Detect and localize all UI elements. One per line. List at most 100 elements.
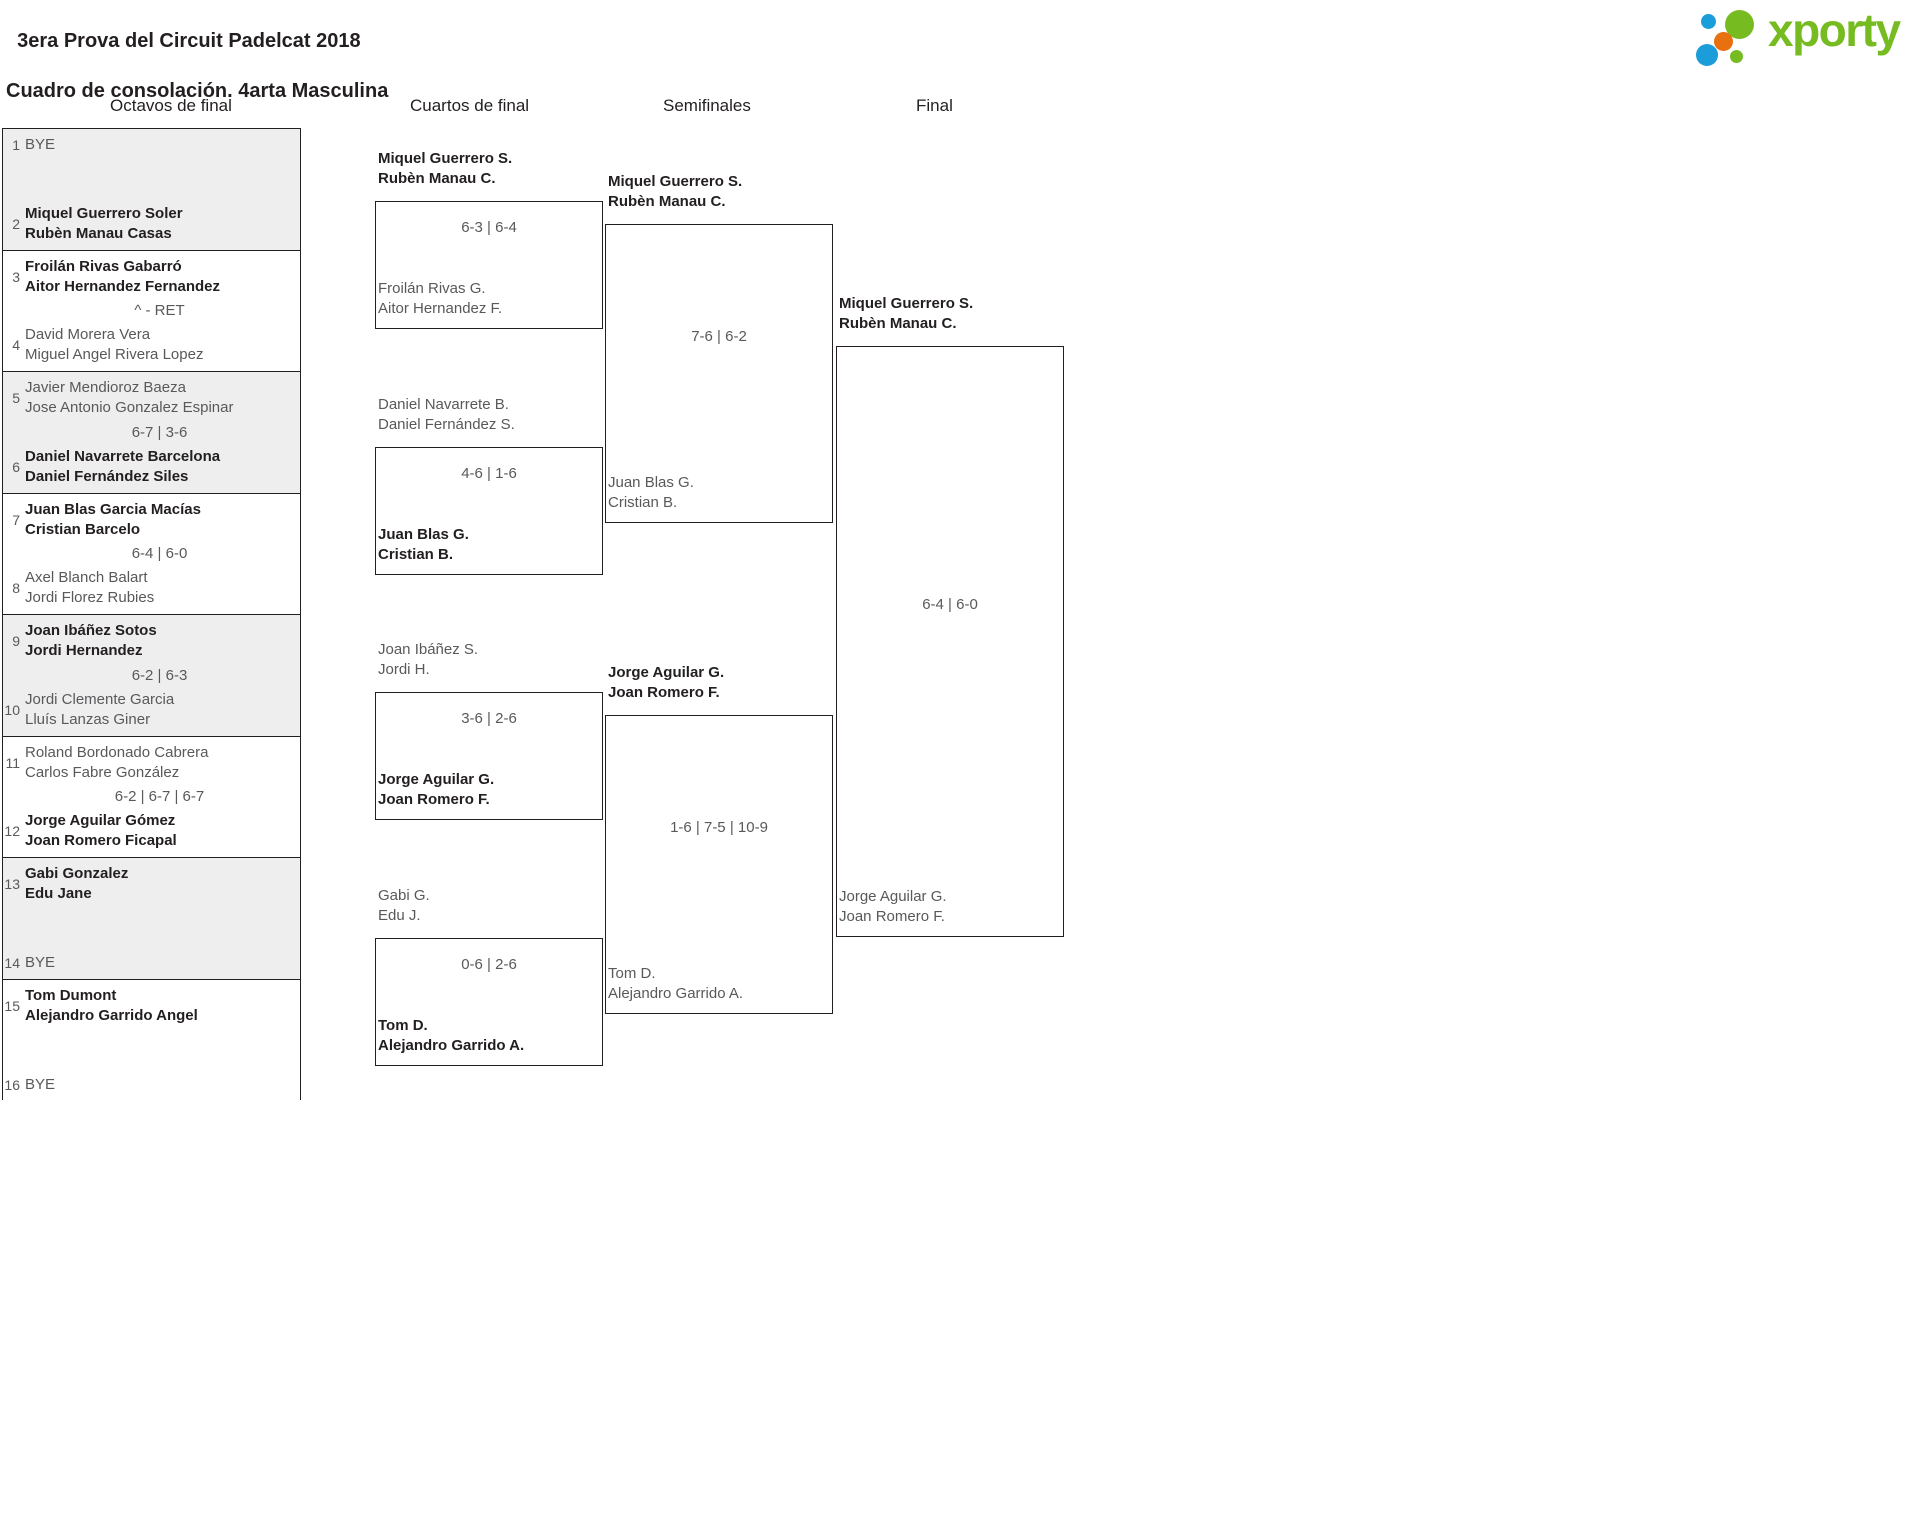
round-header-octavos: Octavos de final	[110, 96, 232, 115]
seed-number: 9	[12, 633, 20, 649]
match-score: 7-6 | 6-2	[691, 328, 747, 345]
seed-number: 12	[4, 823, 20, 839]
logo-dot-orange	[1714, 32, 1733, 51]
seed-number: 3	[12, 268, 20, 285]
player-name-line-2: Rubèn Manau C.	[608, 193, 726, 210]
quarterfinal-team-above[interactable]: Miquel Guerrero S.Rubèn Manau C.	[378, 149, 512, 189]
player-name-line-2: Joan Romero Ficapal	[25, 832, 177, 849]
final-team-below[interactable]: Jorge Aguilar G. Joan Romero F.	[839, 887, 947, 927]
player-name-line-1: Axel Blanch Balart	[25, 569, 148, 586]
match-score: 6-2 | 6-7 | 6-7	[114, 788, 205, 806]
match-score: 6-3 | 6-4	[461, 219, 517, 236]
player-name-line-2: Cristian Barcelo	[25, 520, 141, 538]
player-name-line-2: Rubèn Manau Casas	[25, 224, 172, 242]
quarterfinal-team-below[interactable]: Jorge Aguilar G.Joan Romero F.	[378, 770, 494, 810]
player-name-line-2: Miguel Angel Rivera Lopez	[25, 346, 204, 363]
player-name-line-1: Jordi Clemente Garcia	[25, 690, 175, 708]
player-name-line-1: Froilán Rivas Gabarró	[25, 257, 182, 275]
player-name-line-1: Jorge Aguilar G.	[839, 888, 947, 905]
final-team-above[interactable]: Miquel Guerrero S.Rubèn Manau C.	[839, 294, 973, 334]
player-name-line-2: Joan Romero F.	[839, 908, 945, 925]
seed-number: 10	[4, 701, 20, 718]
semifinal-team-below[interactable]: Tom D.Alejandro Garrido A.	[608, 964, 743, 1004]
logo-dot-green-small	[1730, 50, 1743, 63]
player-name-line-1: Daniel Navarrete Barcelona	[25, 447, 221, 465]
semifinal-match-box[interactable]: 7-6 | 6-2	[605, 224, 833, 523]
player-name-line-2: Lluís Lanzas Giner	[25, 710, 151, 728]
quarterfinal-team-above[interactable]: Joan Ibáñez S.Jordi H.	[378, 640, 478, 680]
player-name-line-1: Juan Blas Garcia Macías	[25, 500, 201, 518]
page-title-line-1: 3era Prova del Circuit Padelcat 2018	[17, 30, 361, 52]
round-header-cuartos: Cuartos de final	[410, 96, 530, 115]
quarterfinal-match-box[interactable]: 0-6 | 2-6	[375, 937, 603, 1066]
player-name-line-1: Tom D.	[378, 1016, 428, 1034]
match-score: 6-7 | 3-6	[131, 423, 188, 441]
player-name-line-2: Cristian B.	[608, 494, 678, 511]
match-score: 0-6 | 2-6	[461, 955, 517, 973]
player-name-line-1: BYE	[25, 136, 56, 153]
player-name-line-2: Jordi Hernandez	[25, 642, 143, 659]
player-name-line-1: Miquel Guerrero Soler	[25, 204, 183, 222]
match-score: ^ - RET	[134, 302, 185, 320]
player-name-line-2: Daniel Fernández Siles	[25, 467, 189, 485]
match-score: 4-6 | 1-6	[461, 464, 517, 482]
seed-number: 8	[12, 580, 20, 596]
xporty-logo: xporty	[1693, 4, 1913, 66]
player-name-line-1: Froilán Rivas G.	[378, 280, 486, 297]
seed-number: 7	[12, 511, 20, 528]
seed-number: 16	[4, 1077, 20, 1093]
round-header-semifinales: Semifinales	[663, 96, 751, 115]
final-match-box[interactable]: 6-4 | 6-0	[836, 346, 1064, 937]
semifinal-match-box[interactable]: 1-6 | 7-5 | 10-9	[605, 715, 833, 1014]
match-score: 1-6 | 7-5 | 10-9	[670, 819, 768, 836]
quarterfinal-team-above[interactable]: Gabi G.Edu J.	[378, 886, 430, 926]
semifinal-team-above[interactable]: Miquel Guerrero S. Rubèn Manau C.	[608, 172, 742, 212]
quarterfinal-team-below[interactable]: Tom D.Alejandro Garrido A.	[378, 1016, 524, 1056]
seed-number: 11	[5, 754, 20, 771]
semifinal-team-above[interactable]: Jorge Aguilar G.Joan Romero F.	[608, 663, 724, 703]
quarterfinal-match-box[interactable]: 6-3 | 6-4	[375, 201, 603, 329]
quarterfinal-team-above[interactable]: Daniel Navarrete B.Daniel Fernández S.	[378, 395, 515, 435]
semifinal-team-below[interactable]: Juan Blas G.Cristian B.	[608, 473, 694, 513]
player-name-line-2: Alejandro Garrido Angel	[25, 1006, 198, 1024]
seed-number: 6	[12, 458, 20, 475]
quarterfinal-team-below[interactable]: Froilán Rivas G.Aitor Hernandez F.	[378, 279, 502, 319]
quarterfinal-match-box[interactable]: 4-6 | 1-6	[375, 446, 603, 575]
player-name-line-1: Daniel Navarrete B.	[378, 395, 509, 413]
quarterfinal-match-box[interactable]: 3-6 | 2-6	[375, 692, 603, 821]
quarterfinal-team-below[interactable]: Juan Blas G.Cristian B.	[378, 525, 469, 565]
player-name-line-1: Miquel Guerrero S.	[608, 173, 743, 190]
